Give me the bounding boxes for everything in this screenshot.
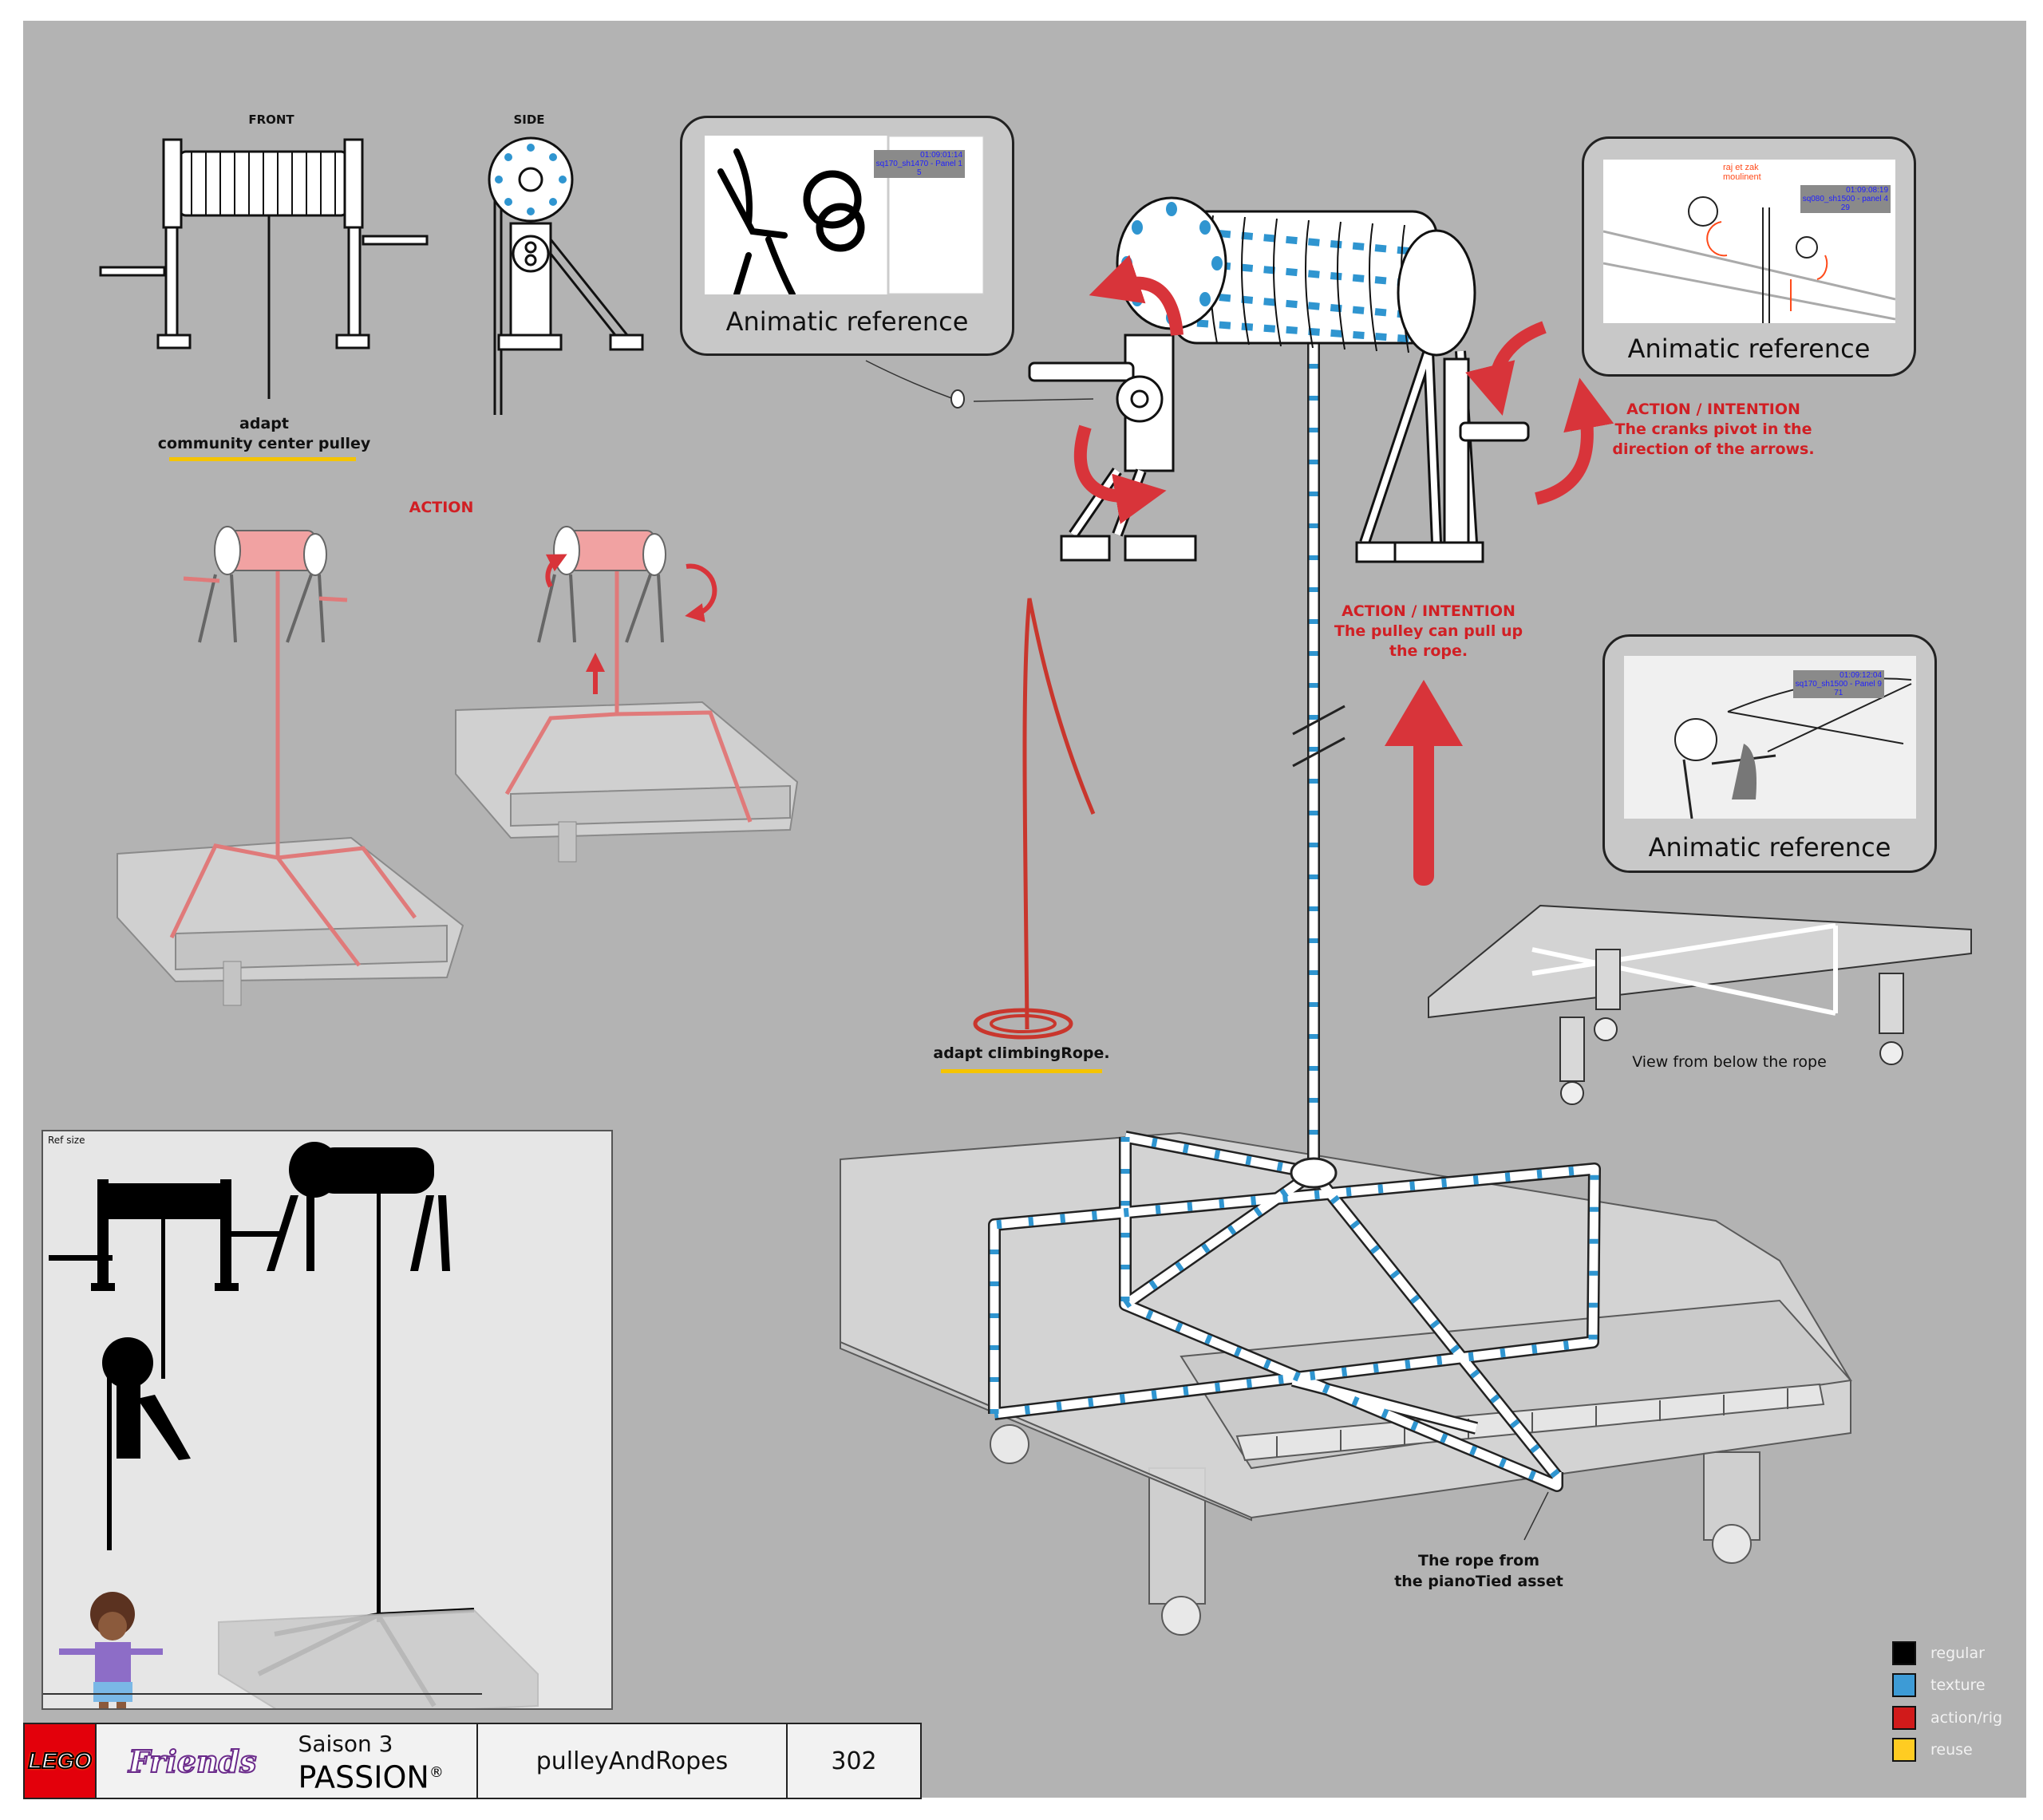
legend-item-reuse: reuse xyxy=(1892,1738,1973,1762)
friends-logo: Friends xyxy=(128,1743,258,1780)
animatic-caption: Animatic reference xyxy=(1648,832,1891,863)
legend-item-regular: regular xyxy=(1892,1641,1985,1665)
legend-label: regular xyxy=(1930,1644,1985,1662)
big-pulley xyxy=(1028,196,1530,563)
rope-harness xyxy=(988,332,1601,1492)
piano-below-view xyxy=(1428,904,1972,1105)
sheet-number: 302 xyxy=(831,1747,877,1775)
pulley-reuse-label-line1: adapt xyxy=(239,415,289,432)
storyboard-sketch xyxy=(1674,677,1912,819)
series-title: PASSION xyxy=(298,1759,429,1795)
legend-item-action-rig: action/rig xyxy=(1892,1706,2002,1730)
title-block: LEGO Friends Saison 3 PASSION® pulleyAnd… xyxy=(23,1723,922,1799)
action-label: ACTION xyxy=(409,499,474,516)
crank-rotation-arrows xyxy=(1073,255,1614,524)
pulley-reuse-label-line2: community center pulley xyxy=(157,435,371,452)
small-piano-setup-1 xyxy=(117,526,464,1006)
storyboard-sketch xyxy=(717,136,984,294)
asset-name-cell: pulleyAndRopes xyxy=(478,1724,788,1798)
front-view-label: FRONT xyxy=(248,113,294,127)
legend-swatch xyxy=(1892,1641,1916,1665)
legend-swatch xyxy=(1892,1673,1916,1697)
animatic-caption: Animatic reference xyxy=(1627,334,1871,364)
climbing-rope xyxy=(973,598,1096,1040)
sheet-number-cell: 302 xyxy=(788,1724,920,1798)
ref-size-label: Ref size xyxy=(48,1135,85,1146)
legend-label: action/rig xyxy=(1930,1709,2003,1727)
legend-item-texture: texture xyxy=(1892,1673,1986,1697)
registered-mark: ® xyxy=(429,1764,444,1782)
storyboard-sketch xyxy=(1603,196,1895,323)
silhouettes xyxy=(43,1142,539,1738)
lego-logo: LEGO xyxy=(25,1724,97,1798)
reuse-underline xyxy=(169,457,356,461)
pulley-side-view xyxy=(488,136,644,415)
series-branding: Friends Saison 3 PASSION® xyxy=(97,1724,478,1798)
small-piano-setup-2 xyxy=(455,526,799,863)
ref-size-panel: Ref size xyxy=(41,1130,613,1738)
reuse-underline xyxy=(941,1069,1102,1073)
legend-label: reuse xyxy=(1930,1741,1973,1759)
animatic-caption: Animatic reference xyxy=(725,306,969,337)
legend-swatch xyxy=(1892,1738,1916,1762)
season-label: Saison 3 xyxy=(298,1731,393,1758)
character-avatar xyxy=(59,1592,163,1738)
rope-reuse-label: adapt climbingRope. xyxy=(933,1044,1110,1062)
below-view-caption: View from below the rope xyxy=(1632,1053,1827,1071)
asset-name: pulleyAndRopes xyxy=(535,1747,729,1775)
pull-up-arrow xyxy=(1385,680,1463,886)
legend-label: texture xyxy=(1930,1676,1986,1694)
side-view-label: SIDE xyxy=(513,113,545,127)
pulley-front-view xyxy=(99,138,429,399)
legend-swatch xyxy=(1892,1706,1916,1730)
